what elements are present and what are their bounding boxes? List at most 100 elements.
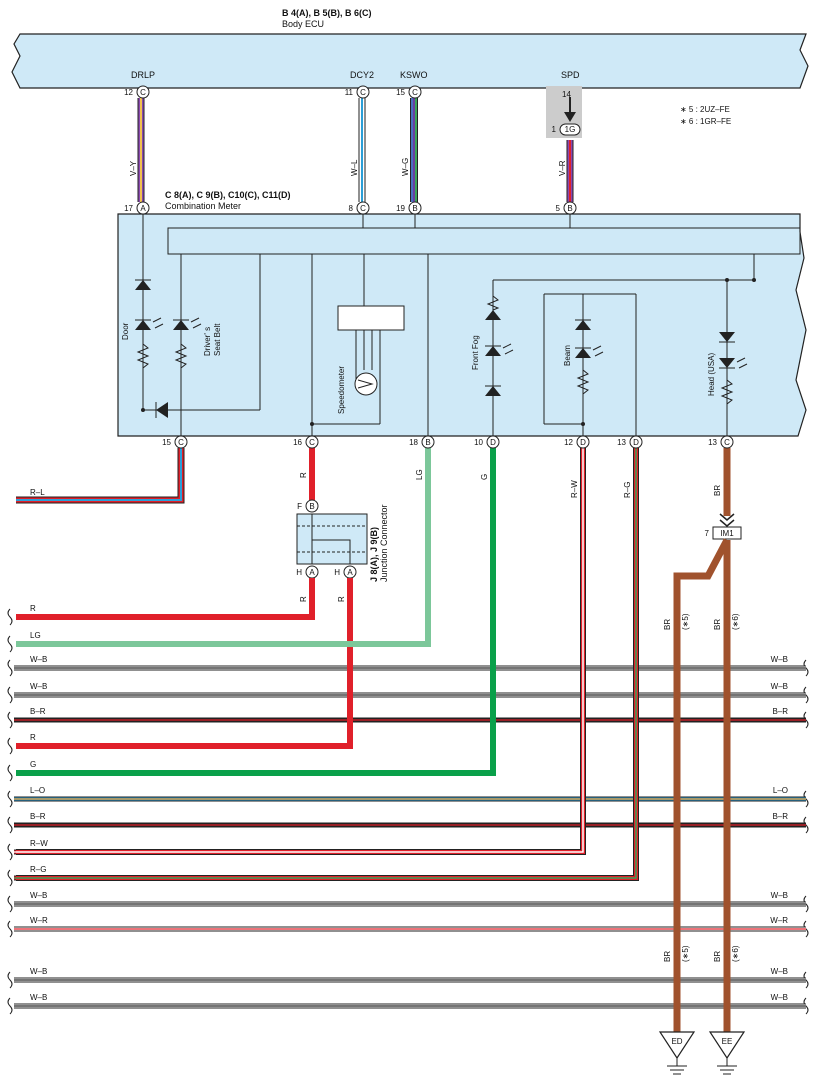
bus-label-left-15: W–B: [30, 993, 47, 1002]
bus-label-right-4: W–B: [771, 682, 788, 691]
wire-r-g-13d: [16, 448, 639, 881]
svg-text:F: F: [297, 502, 302, 511]
bus-label-left-6: R: [30, 733, 36, 742]
fog-resistor-top: [485, 310, 501, 320]
note-2uz: ∗ 5 : 2UZ–FE: [680, 105, 730, 114]
bus-label-left-5: B–R: [30, 707, 46, 716]
door-diode-icon: [135, 280, 151, 290]
ecu-pin-name-dcy2: DCY2: [350, 70, 374, 80]
bus-label-left-11: R–G: [30, 865, 46, 874]
jc-name-label: Junction Connector: [379, 504, 389, 582]
wire-label-w-l: W–L: [350, 159, 359, 176]
label-seat-belt: Seat Belt: [213, 323, 222, 356]
label-front-fog: Front Fog: [471, 335, 480, 370]
bus-label-left-2: LG: [30, 631, 41, 640]
jc-pin-f-b: B F: [297, 499, 319, 513]
bus-wire-1: R: [7, 604, 36, 626]
svg-text:1G: 1G: [565, 125, 576, 134]
bus-label-left-1: R: [30, 604, 36, 613]
jc-connector-label: J 8(A), J 9(B): [369, 527, 379, 582]
speedometer-gauge-icon: [354, 330, 378, 396]
bus-label-left-8: L–O: [30, 786, 45, 795]
wire-br-branch-ed: [673, 538, 731, 1032]
br-branch-1-note: (∗5): [681, 613, 690, 630]
svg-text:D: D: [490, 438, 496, 447]
beam-resistor-icon: [576, 369, 590, 395]
label-door: Door: [121, 322, 130, 340]
speedometer-driver-box: [337, 305, 405, 331]
door-led-rays: [152, 317, 164, 329]
combination-meter-box: [117, 213, 807, 437]
svg-text:15: 15: [396, 88, 405, 97]
junction-connector-box: [296, 513, 368, 565]
bus-wire-2: LG: [7, 631, 41, 653]
bus-label-left-7: G: [30, 760, 36, 769]
svg-text:B: B: [425, 438, 430, 447]
svg-text:8: 8: [349, 204, 354, 213]
ecu-pin-14: 14: [562, 90, 571, 99]
svg-text:C: C: [724, 438, 730, 447]
ecu-pin-name-drlp: DRLP: [131, 70, 155, 80]
svg-text:EE: EE: [722, 1037, 733, 1046]
bus-wire-15: W–B W–B: [7, 993, 809, 1015]
svg-text:A: A: [140, 204, 146, 213]
wire-w-g: [410, 98, 418, 202]
bus-label-left-3: W–B: [30, 655, 47, 664]
bus-label-right-15: W–B: [771, 993, 788, 1002]
svg-text:A: A: [309, 568, 315, 577]
svg-text:C: C: [360, 88, 366, 97]
br-branch-2-label-low: BR: [713, 951, 722, 962]
bus-label-left-10: R–W: [30, 839, 48, 848]
wire-r-jc-left: [16, 578, 315, 620]
bus-wire-6: R: [7, 733, 36, 755]
meter-connector-label: C 8(A), C 9(B), C10(C), C11(D): [165, 190, 291, 200]
label-head-usa: Head (USA): [707, 353, 716, 396]
ecu-connector-label: B 4(A), B 5(B), B 6(C): [282, 8, 372, 18]
seatbelt-resistor-icon: [174, 343, 188, 369]
wire-label-r-g: R–G: [623, 482, 632, 498]
meter-pin-15c: C 15: [162, 435, 188, 449]
bus-label-left-14: W–B: [30, 967, 47, 976]
meter-pin-10d: D 10: [474, 435, 500, 449]
svg-text:B: B: [309, 502, 314, 511]
svg-text:D: D: [580, 438, 586, 447]
ecu-pin-11c: C 11: [345, 85, 370, 99]
junction-connector-link: [311, 514, 351, 564]
wire-label-r-16c: R: [299, 472, 308, 478]
label-beam: Beam: [563, 345, 572, 366]
svg-text:5: 5: [556, 204, 561, 213]
head-led-rays: [736, 357, 748, 369]
bus-label-left-9: B–R: [30, 812, 46, 821]
meter-pin-8c: C 8: [349, 201, 370, 215]
svg-text:IM1: IM1: [720, 529, 734, 538]
door-led-icon: [135, 320, 151, 330]
svg-text:D: D: [633, 438, 639, 447]
svg-text:13: 13: [617, 438, 626, 447]
br-branch-2-note-low: (∗6): [731, 945, 740, 962]
head-diode-icon: [719, 332, 735, 342]
jc-wire-label-right: R: [337, 596, 346, 602]
jc-pin-h-a-right: A H: [334, 565, 357, 579]
ground-ee: EE: [708, 1031, 746, 1075]
bus-wire-4: W–B W–B: [7, 682, 809, 704]
fog-diode-icon: [485, 386, 501, 396]
bus-label-right-3: W–B: [771, 655, 788, 664]
meter-pin-12d: D 12: [564, 435, 590, 449]
bus-label-left-4: W–B: [30, 682, 47, 691]
meter-internal-bus: [167, 227, 801, 255]
wire-r-l: [16, 448, 185, 504]
svg-text:H: H: [334, 568, 340, 577]
spd-arrow-icon: [564, 112, 576, 122]
bottom-diode-icon: [156, 402, 168, 418]
note-1gr: ∗ 6 : 1GR–FE: [680, 117, 731, 126]
svg-text:C: C: [140, 88, 146, 97]
svg-text:15: 15: [162, 438, 171, 447]
svg-text:19: 19: [396, 204, 405, 213]
bus-label-right-12: W–B: [771, 891, 788, 900]
meter-junction-dots: [141, 278, 756, 426]
svg-text:10: 10: [474, 438, 483, 447]
label-driver: Driver' s: [203, 327, 212, 356]
